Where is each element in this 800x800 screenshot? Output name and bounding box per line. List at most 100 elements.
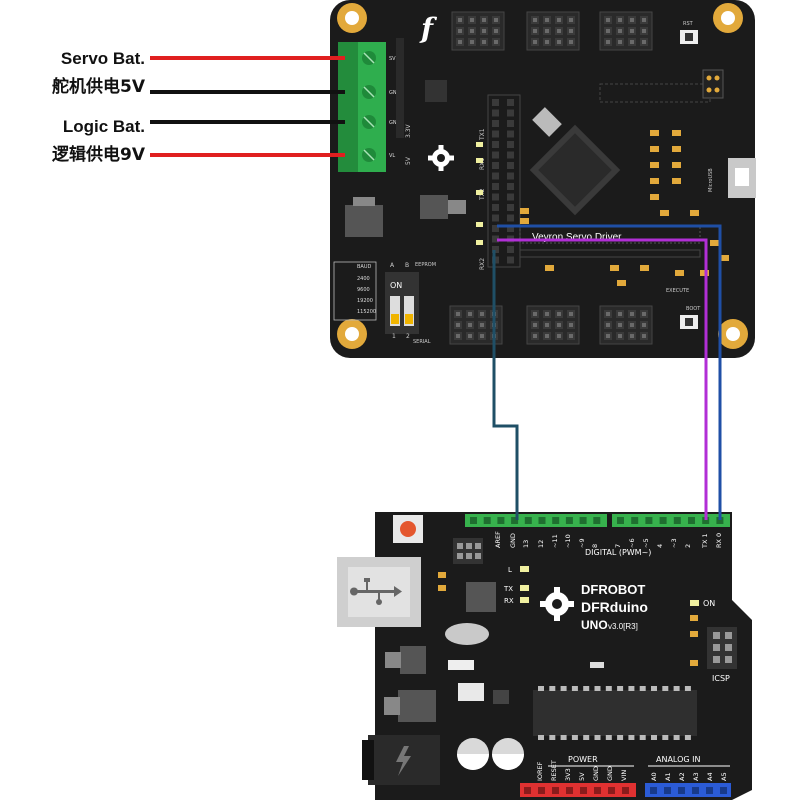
power-pin-label: 3V3 xyxy=(564,768,572,781)
terminal-labels: SV GND GND VL xyxy=(389,56,401,159)
capacitor xyxy=(396,38,404,138)
eeprom-label: EEPROM xyxy=(415,262,436,268)
terminal-label: VL xyxy=(389,153,395,159)
servo-pin-header[interactable] xyxy=(526,305,580,345)
gnd-teal-wire xyxy=(492,250,519,520)
terminal-label: GND xyxy=(389,90,401,96)
usb-icon xyxy=(350,578,402,605)
programming-header xyxy=(487,94,521,268)
usb-b-connector[interactable] xyxy=(337,557,421,627)
atmega328-chip xyxy=(533,686,697,740)
lightning-icon xyxy=(396,746,411,776)
mounting-hole xyxy=(718,319,748,349)
on-led-label: ON xyxy=(703,599,715,608)
reset-label: RST xyxy=(683,21,694,27)
switch-b-label: B xyxy=(405,262,409,269)
digital-pin-label: 4 xyxy=(656,544,664,548)
servo-pin-header[interactable] xyxy=(599,11,653,51)
voltage-regulator-2 xyxy=(398,690,436,722)
analog-pin-label: A2 xyxy=(678,772,686,781)
digital-pin-label: 13 xyxy=(522,540,530,548)
crystal xyxy=(532,107,562,137)
power-screw-terminal[interactable] xyxy=(338,42,386,172)
baud-table: BAUD 2400 9600 19200 115200 xyxy=(333,261,377,321)
power-pin-label: 5V xyxy=(578,772,586,781)
terminal-label: GND xyxy=(389,120,401,126)
digital-pin-label: ~6 xyxy=(628,538,636,548)
servo-pin-header[interactable] xyxy=(526,11,580,51)
icsp-label: ICSP xyxy=(712,674,730,683)
power-wires xyxy=(150,56,345,157)
switch-num-1: 1 xyxy=(392,333,396,340)
digital-pin-label: 2 xyxy=(684,544,692,548)
arduino-brand: DFROBOT xyxy=(581,582,645,597)
digital-pin-label: GND xyxy=(509,533,517,548)
digital-pin-label: AREF xyxy=(494,531,502,548)
dip-switch[interactable] xyxy=(385,272,419,334)
digital-pin-label: RX 0 xyxy=(715,533,723,548)
svg-text:115200: 115200 xyxy=(357,309,376,315)
svg-text:BAUD: BAUD xyxy=(357,264,372,270)
arduino-version-sub: v3.0[R3] xyxy=(608,622,638,631)
pin-label-tx1: TX1 xyxy=(479,128,486,141)
rx-magenta-wire xyxy=(497,238,708,520)
power-pin-label: VIN xyxy=(620,770,628,781)
power-pin-label: GND xyxy=(592,766,600,781)
analog-label: ANALOG IN xyxy=(656,755,701,764)
power-header[interactable] xyxy=(520,783,636,797)
analog-pin-label: A0 xyxy=(650,772,658,781)
mounting-hole xyxy=(337,319,367,349)
gear-logo-icon xyxy=(540,587,574,621)
digital-pin-label: ~10 xyxy=(564,534,572,548)
gear-logo-icon xyxy=(428,145,454,171)
analog-pin-label: A4 xyxy=(706,772,714,781)
side-label-5v: 5V xyxy=(405,156,412,165)
digital-pin-label: TX 1 xyxy=(701,533,709,549)
crystal-oscillator xyxy=(445,623,489,645)
arduino-version-main: UNO xyxy=(581,618,608,632)
digital-header-right[interactable] xyxy=(612,514,730,527)
switch-on-label: ON xyxy=(390,281,402,290)
digital-pin-label: 12 xyxy=(537,540,545,548)
servo-header-block-top xyxy=(451,11,653,51)
pin-label-rx2: RX2 xyxy=(479,258,486,270)
digital-pin-label: ~3 xyxy=(670,538,678,548)
switch-a-label: A xyxy=(390,262,395,269)
serial-wires xyxy=(492,224,722,520)
boot-label: BOOT xyxy=(686,306,701,312)
mounting-hole xyxy=(337,3,367,33)
regulator-chip xyxy=(425,80,447,102)
digital-pin-label: 7 xyxy=(614,544,622,548)
execute-label: EXECUTE xyxy=(666,288,689,294)
analog-pin-label: A5 xyxy=(720,772,728,781)
power-regulator xyxy=(400,646,426,674)
terminal-label: SV xyxy=(389,56,396,62)
mounting-hole xyxy=(713,3,743,33)
servo-pin-header[interactable] xyxy=(599,305,653,345)
power-pin-label: IOREF xyxy=(536,761,544,781)
led-label-rx: RX xyxy=(504,597,514,605)
servo-header-block-bottom xyxy=(449,305,653,345)
logic-bat-label: Logic Bat. xyxy=(62,117,145,136)
icsp-header[interactable] xyxy=(707,627,737,669)
svg-text:9600: 9600 xyxy=(357,287,370,293)
servo-pin-header[interactable] xyxy=(451,11,505,51)
analog-pin-label: A1 xyxy=(664,772,672,781)
digital-pin-label: 8 xyxy=(591,544,599,548)
arduino-model: DFRduino xyxy=(581,599,648,615)
switch-num-2: 2 xyxy=(406,333,410,340)
voltage-regulator xyxy=(345,205,383,237)
digital-pin-label: ~11 xyxy=(551,534,559,548)
svg-text:19200: 19200 xyxy=(357,298,373,304)
analog-header[interactable] xyxy=(645,783,731,797)
dc-power-jack[interactable] xyxy=(362,735,440,785)
digital-label: DIGITAL (PWM~) xyxy=(585,548,651,557)
led-label-tx: TX xyxy=(503,585,513,593)
power-label: POWER xyxy=(568,755,598,764)
atmega16u2-chip xyxy=(466,582,496,612)
voltage-regulator xyxy=(420,195,448,219)
svg-text:2400: 2400 xyxy=(357,276,370,282)
